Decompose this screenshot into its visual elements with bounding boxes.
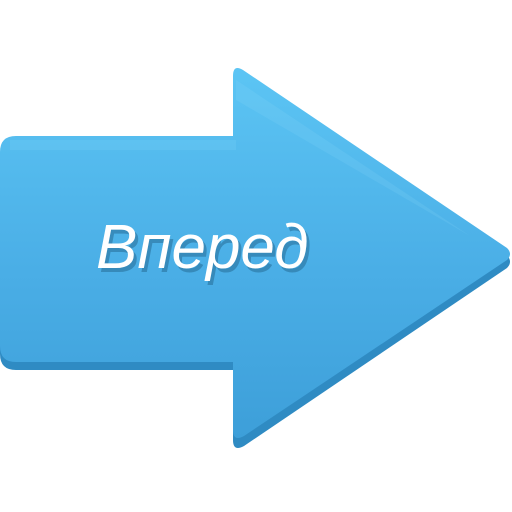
arrow-body-shape xyxy=(0,68,510,438)
button-label-shadow: Вперед xyxy=(99,217,312,286)
button-label: Вперед xyxy=(96,213,309,282)
